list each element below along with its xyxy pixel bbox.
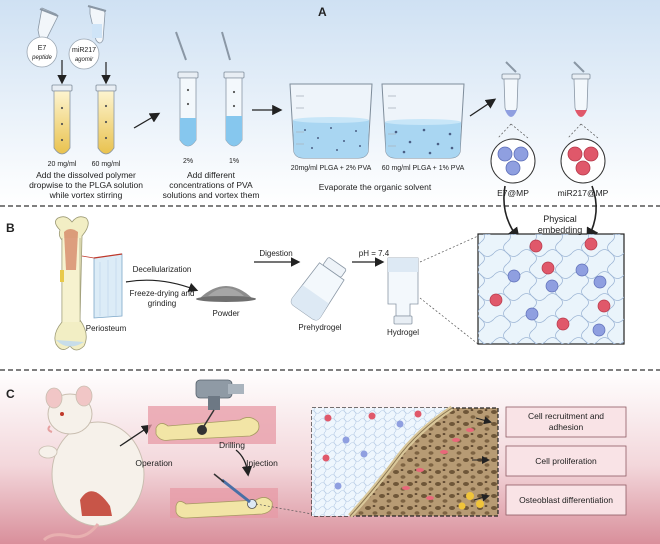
step2-line2: concentrations of PVA (169, 180, 253, 190)
zoom-line-injection (255, 503, 313, 515)
ph-label: pH = 7.4 (359, 249, 390, 258)
e7-label-circle (26, 36, 58, 68)
e7mp-label: E7@MP (497, 188, 529, 198)
zoom-line-mir-left (567, 123, 582, 139)
e7-label: E7 (38, 45, 47, 52)
e7mp-tube (501, 61, 521, 117)
powder-label: Powder (212, 309, 239, 318)
effect1-line2: adhesion (549, 422, 584, 432)
pipette-1 (221, 31, 231, 61)
zoom-line-hydrogel-top (419, 235, 479, 263)
yellow-tube-20 (51, 84, 73, 155)
prehydrogel-bottle (290, 257, 347, 321)
step3-label: Evaporate the organic solvent (319, 182, 432, 192)
panel-label-c: C (6, 387, 15, 401)
zoom-line-e7-left (497, 123, 512, 139)
beaker-2 (381, 83, 465, 159)
arrow-operation (119, 424, 153, 447)
injection-label: Injection (246, 458, 278, 468)
zoom-line-hydrogel-bottom (419, 297, 479, 345)
beaker2-label: 60 mg/ml PLGA + 1% PVA (382, 165, 465, 172)
mirmp-label: miR217@MP (558, 188, 609, 198)
step1-line2: dropwise to the PLGA solution (29, 180, 143, 190)
periosteum-link (81, 255, 95, 259)
freeze-line2: grinding (148, 299, 176, 308)
prehydrogel-label: Prehydrogel (298, 323, 341, 332)
panel-label-b: B (6, 221, 15, 235)
periosteum-label: Periosteum (86, 324, 127, 333)
effect-box-proliferation: Cell proliferation (505, 445, 627, 477)
mir217-vial: miR217 agomir (68, 5, 107, 70)
peptide-label: peptide (31, 55, 52, 61)
step1-line3: while vortex stirring (49, 190, 123, 200)
pipette-2 (175, 31, 187, 61)
physical-line2: embedding (538, 225, 583, 235)
mir217-label-circle (68, 38, 100, 70)
defect-zoom (311, 405, 499, 518)
e7-vial: E7 peptide (26, 7, 59, 68)
physical-line1: Physical (543, 214, 577, 224)
step2-line3: solutions and vortex them (163, 190, 260, 200)
arrow-injection (235, 449, 253, 477)
beaker1-label: 20mg/ml PLGA + 2% PVA (291, 165, 372, 172)
mirmp-tube (571, 61, 591, 117)
effect3-label: Osteoblast differentiation (519, 495, 613, 505)
rat-illustration (38, 385, 145, 542)
effect-box-osteoblast: Osteoblast differentiation (505, 484, 627, 516)
drilling-label: Drilling (219, 440, 245, 450)
hydrogel-bottle (387, 257, 419, 325)
conc-20-label: 20 mg/ml (48, 161, 77, 168)
mirmp-zoom (560, 138, 606, 184)
step2-line1: Add different (187, 170, 236, 180)
freeze-line1: Freeze-drying and (130, 289, 195, 298)
effect2-label: Cell proliferation (535, 456, 597, 466)
digestion-label: Digestion (259, 249, 292, 258)
e7mp-zoom (490, 138, 536, 184)
beaker-1 (289, 83, 373, 159)
blue-tube-1 (223, 71, 245, 147)
pva-1-label: 1% (229, 158, 239, 165)
operation-label: Operation (135, 458, 173, 468)
arrow-step1-to-step2 (133, 112, 161, 129)
conc-60-label: 60 mg/ml (92, 161, 121, 168)
blue-tube-2 (177, 71, 199, 147)
effect1-line1: Cell recruitment and (528, 411, 604, 421)
arrow-decell (125, 279, 199, 292)
injection-panel (170, 473, 278, 519)
powder-pile (196, 286, 256, 302)
femur-bone (54, 216, 89, 351)
effect-box-recruitment: Cell recruitment and adhesion (505, 406, 627, 438)
panel-label-a: A (318, 5, 327, 19)
hydrogel-label: Hydrogel (387, 328, 419, 337)
embedded-particles (489, 237, 611, 337)
periosteum-sheet (93, 253, 123, 319)
agomir-label: agomir (75, 57, 94, 63)
pva-2-label: 2% (183, 158, 193, 165)
step1-line1: Add the dissolved polymer (36, 170, 136, 180)
decell-label: Decellularization (133, 265, 192, 274)
drilling-panel (148, 379, 276, 444)
arrow-step3-to-mp (469, 98, 497, 117)
mir217-label: miR217 (72, 47, 96, 54)
yellow-tube-60 (95, 84, 117, 155)
